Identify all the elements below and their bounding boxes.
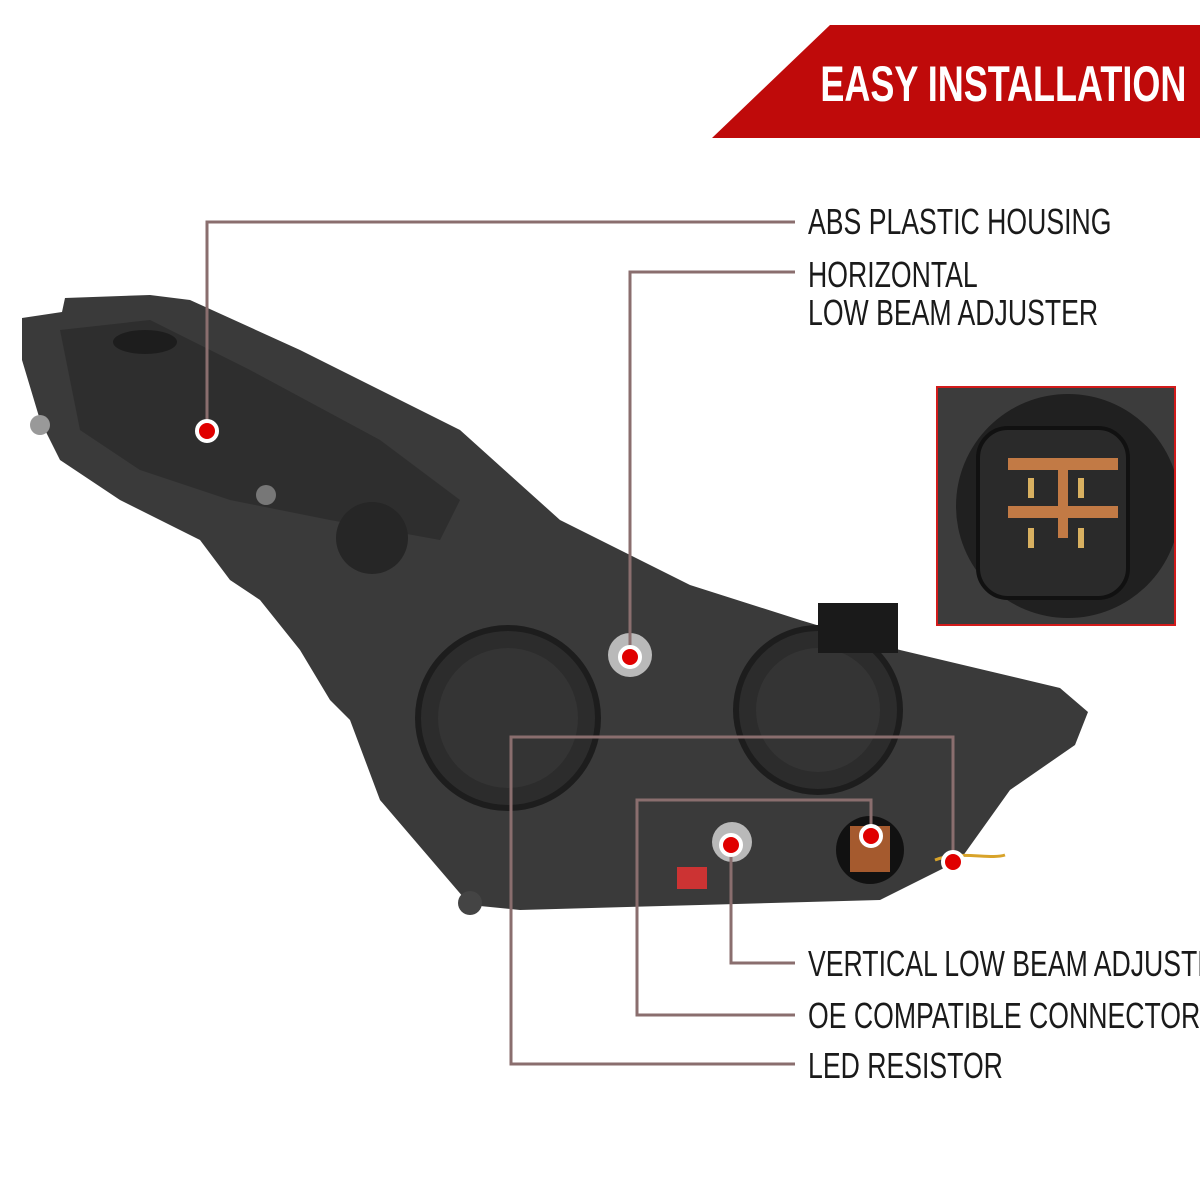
leader-line-abs [205,220,795,430]
callout-label-oe-connector: OE COMPATIBLE CONNECTOR [808,995,1200,1036]
callout-dot-resistor [941,850,965,874]
leader-line-vertical [729,845,795,965]
callout-label-vertical-adjuster: VERTICAL LOW BEAM ADJUSTER [808,943,1200,984]
connector-closeup-inset [936,386,1176,626]
callout-label-abs-housing: ABS PLASTIC HOUSING [808,201,1112,242]
leader-line-horizontal [628,270,795,657]
headlight-housing [22,295,1088,915]
callout-dot-abs [195,419,219,443]
leader-line-connector [635,798,873,1017]
callout-label-horizontal-line2: LOW BEAM ADJUSTER [808,292,1099,333]
callout-label-led-resistor: LED RESISTOR [808,1045,1003,1086]
callout-dot-horizontal [618,645,642,669]
callout-label-horizontal-line1: HORIZONTAL [808,254,978,295]
callout-dot-vertical [719,833,743,857]
leader-line-resistor [509,735,955,1066]
callout-dot-connector [859,824,883,848]
banner-title: EASY INSTALLATION [819,56,1186,112]
banner-shape [712,25,1200,138]
